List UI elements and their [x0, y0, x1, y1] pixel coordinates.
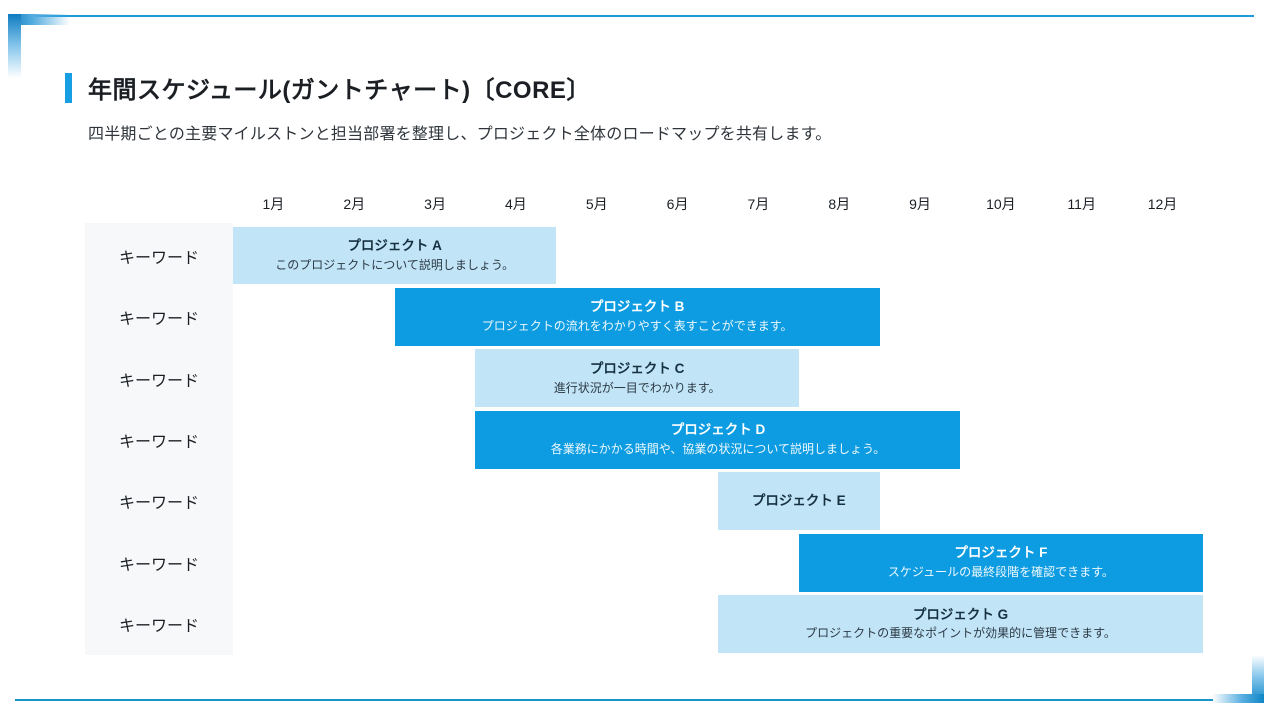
gantt-bar-6: プロジェクト F スケジュールの最終段階を確認できます。	[798, 533, 1203, 592]
month-header-row: 1月 2月 3月 4月 5月 6月 7月 8月 9月 10月 11月 12月	[233, 188, 1203, 225]
row-label: キーワード	[118, 556, 199, 574]
row-label-column	[85, 223, 233, 655]
top-left-corner-accent	[8, 14, 70, 25]
title-accent-bar	[65, 72, 72, 103]
month-label: 1月	[262, 196, 285, 212]
gantt-bar-2: プロジェクト B プロジェクトの流れをわかりやすく表すことができます。	[394, 287, 880, 346]
gantt-bar-3: プロジェクト C 進行状況が一目でわかります。	[475, 349, 799, 408]
bottom-right-corner-accent-vertical	[1252, 655, 1264, 703]
title-block: 年間スケジュール(ガントチャート)〔CORE〕	[65, 70, 591, 105]
project-title: プロジェクト F	[954, 545, 1048, 561]
top-left-corner-accent-vertical	[8, 14, 21, 78]
project-title: プロジェクト D	[670, 422, 766, 438]
project-description: プロジェクトの重要なポイントが効果的に管理できます。	[805, 626, 1116, 641]
month-label: 2月	[343, 196, 366, 212]
slide-description: 四半期ごとの主要マイルストンと担当部署を整理し、プロジェクト全体のロードマップを…	[88, 126, 832, 143]
project-title: プロジェクト G	[912, 606, 1009, 622]
month-label: 8月	[828, 196, 851, 212]
project-description: 進行状況が一目でわかります。	[553, 380, 721, 395]
top-border-line	[24, 15, 1254, 17]
month-label: 11月	[1067, 196, 1096, 212]
bottom-right-corner-accent	[1212, 694, 1264, 703]
project-description: 各業務にかかる時間や、協業の状況について説明しましょう。	[550, 442, 886, 457]
month-label: 7月	[747, 196, 770, 212]
bottom-border-line	[15, 699, 1213, 701]
month-label: 9月	[909, 196, 931, 212]
row-label: キーワード	[118, 249, 199, 267]
month-label: 3月	[424, 196, 446, 212]
project-description: プロジェクトの流れをわかりやすく表すことができます。	[481, 319, 793, 334]
gantt-bar-5: プロジェクト E	[717, 472, 880, 531]
month-label: 4月	[505, 196, 527, 212]
month-label: 5月	[585, 196, 608, 212]
project-description: このプロジェクトについて説明しましょう。	[275, 257, 515, 272]
project-title: プロジェクト A	[347, 238, 442, 254]
page-title: 年間スケジュール(ガントチャート)〔CORE〕	[88, 77, 591, 104]
month-label: 12月	[1147, 196, 1178, 212]
row-label: キーワード	[118, 311, 199, 329]
gantt-bar-4: プロジェクト D 各業務にかかる時間や、協業の状況について説明しましょう。	[475, 410, 961, 469]
row-label: キーワード	[118, 433, 199, 451]
project-description: スケジュールの最終段階を確認できます。	[887, 565, 1114, 580]
project-title: プロジェクト B	[589, 299, 685, 315]
month-label: 6月	[666, 196, 689, 212]
gantt-bar-1: プロジェクト A このプロジェクトについて説明しましょう。	[233, 226, 557, 285]
gantt-bar-7: プロジェクト G プロジェクトの重要なポイントが効果的に管理できます。	[717, 595, 1203, 653]
row-label: キーワード	[118, 618, 199, 636]
row-label: キーワード	[118, 495, 199, 513]
month-label: 10月	[986, 196, 1016, 212]
project-title: プロジェクト E	[751, 492, 846, 508]
row-label: キーワード	[118, 372, 199, 390]
project-title: プロジェクト C	[589, 360, 685, 376]
